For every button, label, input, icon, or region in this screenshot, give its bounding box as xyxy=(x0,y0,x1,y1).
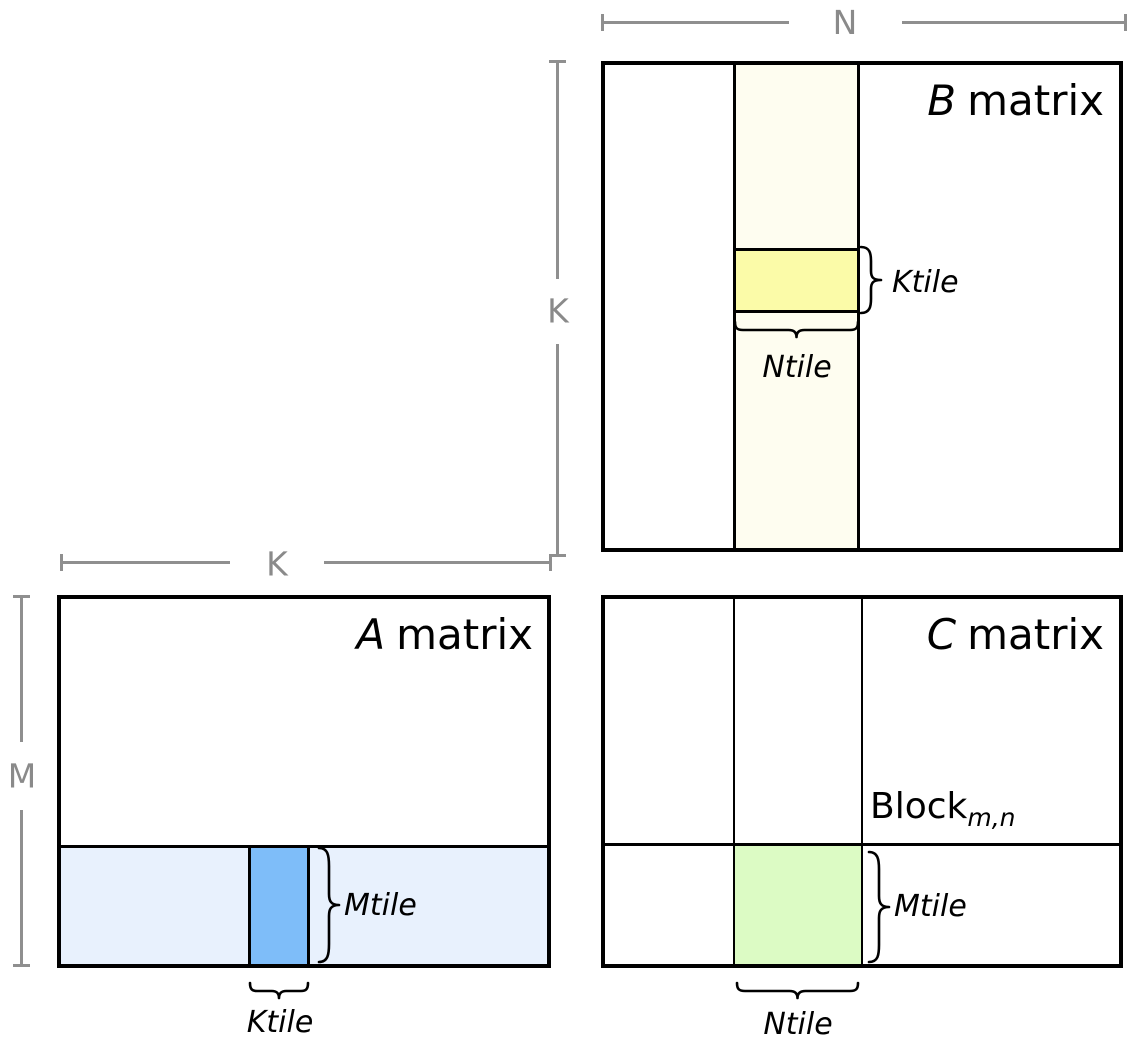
c-mtile-brace xyxy=(867,850,891,964)
a-mtile-label: Mtile xyxy=(344,887,417,923)
dim-n-tick-left xyxy=(601,14,604,31)
b-ktile-rect xyxy=(733,248,860,313)
c-column-line-right xyxy=(861,595,863,968)
dim-kb-tick-bottom xyxy=(549,554,566,557)
a-title-word: matrix xyxy=(396,610,533,659)
a-title-letter: A xyxy=(356,610,386,659)
b-title-letter: B xyxy=(927,76,957,125)
dim-ka-label: K xyxy=(266,544,288,584)
a-ktile-label: Ktile xyxy=(246,1005,314,1040)
c-matrix-box xyxy=(601,595,1123,968)
a-ktile-brace xyxy=(248,981,310,1000)
dim-ka-tick-right xyxy=(549,554,552,571)
c-block-label: Blockm,n xyxy=(870,787,1016,832)
dim-ma-line-bottom xyxy=(20,810,23,965)
dim-kb-line-bottom xyxy=(556,344,559,556)
c-row-line xyxy=(601,843,1123,846)
dim-ma-line-top xyxy=(20,598,23,742)
c-block-subscript: m,n xyxy=(967,803,1016,832)
dim-kb-line-top xyxy=(556,63,559,279)
dim-ka-tick-left xyxy=(60,554,63,571)
b-ktile-brace xyxy=(859,245,883,315)
dim-ma-label: M xyxy=(7,756,37,796)
b-ntile-brace xyxy=(733,320,860,339)
dim-n-label: N xyxy=(832,3,858,42)
dim-kb-label: K xyxy=(547,291,569,331)
c-mtile-label: Mtile xyxy=(894,888,967,924)
b-ktile-label: Ktile xyxy=(892,264,959,300)
b-title-word: matrix xyxy=(967,76,1104,125)
c-block-word: Block xyxy=(870,786,968,827)
b-ntile-label: Ntile xyxy=(762,350,832,385)
dim-n-line-right xyxy=(902,21,1126,24)
dim-ma-tick-top xyxy=(13,595,30,598)
dim-kb-tick-top xyxy=(549,60,566,63)
dim-n-tick-right xyxy=(1124,14,1127,31)
dim-ma-tick-bottom xyxy=(13,964,30,967)
c-ntile-label: Ntile xyxy=(763,1007,833,1042)
c-block-rect xyxy=(734,845,862,966)
a-ktile-rect xyxy=(248,845,310,968)
dim-ka-line-left xyxy=(62,561,230,564)
c-title-word: matrix xyxy=(967,610,1104,659)
b-matrix-box xyxy=(601,61,1123,552)
dim-n-line-left xyxy=(603,21,789,24)
dim-ka-line-right xyxy=(324,561,551,564)
c-column-line-left xyxy=(733,595,735,968)
c-ntile-brace xyxy=(735,981,860,1000)
a-mtile-brace xyxy=(317,846,341,964)
a-matrix-box xyxy=(57,595,551,968)
c-title-letter: C xyxy=(926,610,957,659)
